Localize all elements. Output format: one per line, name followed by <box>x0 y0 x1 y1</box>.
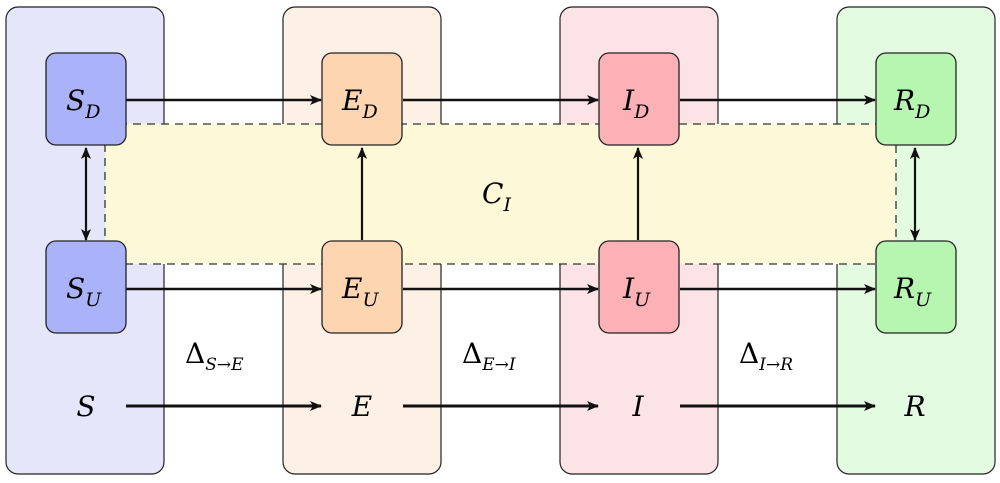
node-s-d: SD <box>45 52 127 146</box>
node-e-u: EU <box>321 240 403 334</box>
node-e-d: ED <box>321 52 403 146</box>
node-r-d: RD <box>875 52 957 146</box>
contact-region <box>104 123 897 265</box>
svg-text:SD: SD <box>66 84 100 123</box>
node-r-u: RU <box>875 240 957 334</box>
bottom-label-i: I <box>631 390 644 423</box>
svg-text:RD: RD <box>893 84 930 123</box>
svg-text:ED: ED <box>341 84 378 123</box>
bottom-label-e: E <box>351 390 372 423</box>
delta-e-i: ΔE→I <box>462 337 516 375</box>
node-i-d: ID <box>598 52 680 146</box>
delta-s-e: ΔS→E <box>185 337 244 375</box>
svg-text:SU: SU <box>66 272 102 311</box>
svg-text:ID: ID <box>622 84 649 123</box>
svg-text:EU: EU <box>341 272 379 311</box>
bottom-label-r: R <box>903 390 925 423</box>
contact-label: CI <box>482 177 511 216</box>
node-i-u: IU <box>598 240 680 334</box>
svg-text:IU: IU <box>622 272 651 311</box>
svg-text:RU: RU <box>893 272 932 311</box>
bottom-label-s: S <box>76 390 95 423</box>
node-s-u: SU <box>45 240 127 334</box>
delta-i-r: ΔI→R <box>739 337 793 375</box>
